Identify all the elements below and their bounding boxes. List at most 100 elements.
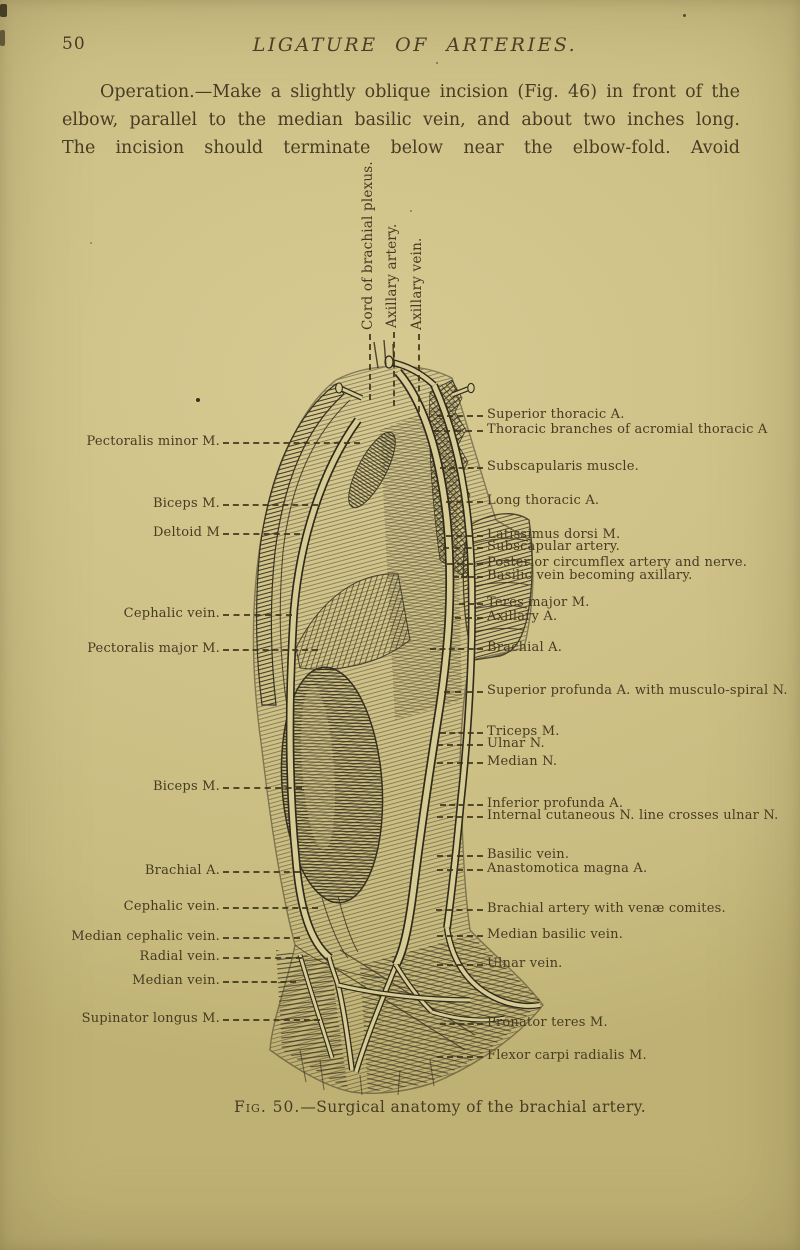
leader-line xyxy=(437,934,483,937)
leader-line xyxy=(223,956,302,959)
figure-label-text: Biceps M. xyxy=(152,778,220,794)
paper-speck xyxy=(196,398,200,402)
leader-line xyxy=(443,546,483,549)
figure-caption-number: Fig. 50. xyxy=(233,1098,301,1116)
figure-label-text: Pectoralis major M. xyxy=(87,640,220,656)
figure-label-text: Inferior profunda A. xyxy=(487,795,624,811)
label-supinator-longus: Supinator longus M. xyxy=(0,1009,320,1027)
label-axillary-artery-right: Axillary A. xyxy=(455,607,557,625)
figure-label-text: Pectoralis minor M. xyxy=(86,433,220,449)
leader-line xyxy=(437,854,483,857)
paper-speck xyxy=(683,14,686,17)
leader-line xyxy=(440,731,483,734)
leader-line xyxy=(223,936,300,939)
label-pectoralis-minor: Pectoralis minor M. xyxy=(0,432,360,450)
figure-label-text: Brachial artery with venæ comites. xyxy=(487,900,726,916)
leader-line xyxy=(223,980,296,983)
latissimus-teres-block xyxy=(462,513,533,661)
leader-line xyxy=(430,647,483,650)
label-superior-profunda: Superior profunda A. with musculo-spiral… xyxy=(444,681,788,699)
leader-line xyxy=(437,815,483,818)
label-posterior-circumflex: Posterior circumflex artery and nerve. xyxy=(447,553,747,571)
paragraph-line: Operation.—Make a slightly oblique incis… xyxy=(100,82,740,102)
cut-vessel-stumps xyxy=(335,339,475,401)
leader-line xyxy=(392,332,395,406)
leader-line xyxy=(223,648,318,651)
leader-line xyxy=(223,906,318,909)
figure-label-text: Teres major M. xyxy=(487,594,590,610)
leader-line xyxy=(455,616,483,619)
leader-line xyxy=(223,613,292,616)
leader-line xyxy=(440,1022,483,1025)
figure-caption: Fig. 50.—Surgical anatomy of the brachia… xyxy=(120,1098,760,1116)
label-biceps-upper: Biceps M. xyxy=(0,494,318,512)
paper-speck xyxy=(436,62,438,64)
figure-label-text: Cephalic vein. xyxy=(123,898,220,914)
figure-label-text: Flexor carpi radialis M. xyxy=(487,1047,647,1063)
running-title: LIGATURE OF ARTERIES. xyxy=(252,34,578,56)
label-radial-vein: Radial vein. xyxy=(0,947,302,965)
label-latissimus-dorsi: Latissimus dorsi M. xyxy=(446,525,620,543)
label-brachial-with-venae-comites: Brachial artery with venæ comites. xyxy=(436,899,726,917)
figure-label-text: Subscapularis muscle. xyxy=(487,458,639,474)
leader-line xyxy=(368,334,371,400)
leader-line xyxy=(223,503,318,506)
label-median-basilic-vein: Median basilic vein. xyxy=(437,925,623,943)
leader-line xyxy=(417,334,420,412)
leader-line xyxy=(437,761,483,764)
label-cephalic-vein-lower: Cephalic vein. xyxy=(0,897,318,915)
label-thoracic-branches: Thoracic branches of acromial thoracic A xyxy=(433,420,768,438)
label-anastomotica-magna: Anastomotica magna A. xyxy=(437,859,647,877)
leader-line xyxy=(223,441,360,444)
label-pectoralis-major: Pectoralis major M. xyxy=(0,639,318,657)
figure-label-text: Cephalic vein. xyxy=(123,605,220,621)
paper-speck xyxy=(90,242,92,244)
brachial-artery-tube xyxy=(353,369,455,1073)
leader-line xyxy=(433,429,483,432)
body-paragraph: Operation.—Make a slightly oblique incis… xyxy=(62,78,740,162)
leader-line xyxy=(436,908,483,911)
figure-label-text: Basilic vein becoming axillary. xyxy=(487,567,693,583)
figure-label-text: Posterior circumflex artery and nerve. xyxy=(487,554,748,570)
leader-line xyxy=(223,786,302,789)
label-subscapularis: Subscapularis muscle. xyxy=(440,457,639,475)
label-long-thoracic: Long thoracic A. xyxy=(446,491,599,509)
leader-line xyxy=(446,500,483,503)
leader-line xyxy=(437,1055,483,1058)
label-teres-major: Teres major M. xyxy=(459,593,590,611)
figure-label-text: Subscapular artery. xyxy=(487,538,620,554)
median-veins xyxy=(297,954,506,1071)
label-median-cephalic-vein: Median cephalic vein. xyxy=(0,927,300,945)
label-axillary-artery: Axillary artery. xyxy=(383,224,401,406)
leader-line xyxy=(440,803,483,806)
label-basilic-becoming-axillary: Basilic vein becoming axillary. xyxy=(453,566,692,584)
leader-line xyxy=(223,1018,320,1021)
leader-line xyxy=(440,466,483,469)
label-cord-of-brachial-plexus: Cord of brachial plexus. xyxy=(359,161,377,400)
figure-label-text: Brachial A. xyxy=(487,639,563,655)
leader-line xyxy=(459,602,483,605)
basilic-vein-tube xyxy=(430,383,541,1010)
label-brachial-artery-left: Brachial A. xyxy=(0,861,300,879)
figure-label-text: Median basilic vein. xyxy=(487,926,624,942)
figure-label-text: Superior thoracic A. xyxy=(487,406,625,422)
leader-line xyxy=(447,562,483,565)
label-superior-thoracic: Superior thoracic A. xyxy=(437,405,625,423)
leader-line xyxy=(437,743,483,746)
paper-smudge xyxy=(0,30,5,46)
label-ulnar-nerve: Ulnar N. xyxy=(437,734,545,752)
figure-label-text: Deltoid M xyxy=(152,524,220,540)
paper-smudge xyxy=(0,4,7,17)
figure-label-text: Median N. xyxy=(487,753,558,769)
paragraph-line: elbow, parallel to the median basilic ve… xyxy=(62,110,740,130)
label-deltoid: Deltoid M xyxy=(0,523,300,541)
label-biceps-lower: Biceps M. xyxy=(0,777,302,795)
label-brachial-artery-right: Brachial A. xyxy=(430,638,562,656)
leader-line xyxy=(437,414,483,417)
label-inferior-profunda: Inferior profunda A. xyxy=(440,794,623,812)
label-basilic-vein: Basilic vein. xyxy=(437,845,569,863)
figure-label-text: Anastomotica magna A. xyxy=(487,860,648,876)
figure-label-text: Cord of brachial plexus. xyxy=(360,161,376,330)
